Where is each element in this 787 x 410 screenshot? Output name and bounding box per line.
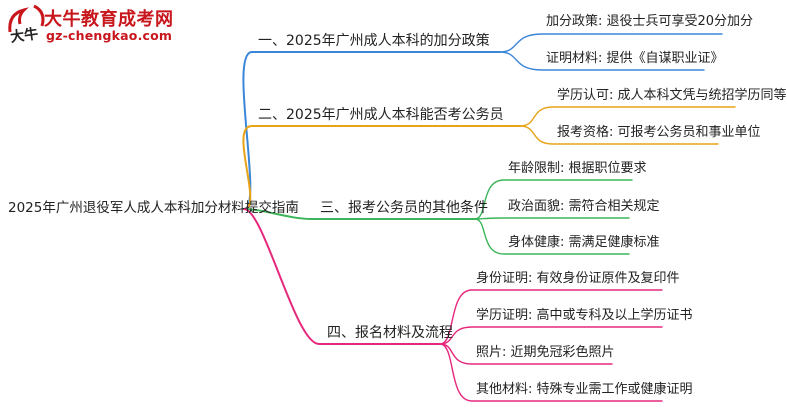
branch-link-1 — [242, 51, 501, 210]
branch-link-3 — [243, 208, 476, 220]
site-logo[interactable]: 大牛 大牛教育成考网 gz-chengkao.com — [4, 2, 194, 50]
leaf-link-3-1 — [474, 179, 633, 220]
leaf-3-1: 年龄限制: 根据职位要求 — [508, 161, 647, 176]
logo-url: gz-chengkao.com — [46, 28, 173, 43]
logo-title: 大牛教育成考网 — [44, 9, 174, 30]
leaf-link-3-3 — [474, 218, 630, 255]
branch-1: 一、2025年广州成人本科的加分政策 — [258, 33, 490, 49]
leaf-link-2-2 — [519, 125, 719, 145]
bull-logo-icon: 大牛 — [8, 4, 45, 46]
leaf-2-2: 报考资格: 可报考公务员和事业单位 — [557, 125, 761, 140]
mindmap-links — [242, 33, 736, 402]
branch-2: 二、2025年广州成人本科能否考公务员 — [258, 107, 504, 123]
leaf-3-2: 政治面貌: 需符合相关规定 — [508, 199, 660, 214]
leaf-link-3-2 — [474, 217, 630, 220]
leaf-link-1-2 — [499, 51, 705, 71]
root-node: 2025年广州退役军人成人本科加分材料提交指南 — [8, 200, 299, 216]
leaf-4-1: 身份证明: 有效身份证原件及复印件 — [476, 271, 680, 286]
leaf-4-3: 照片: 近期免冠彩色照片 — [476, 345, 615, 360]
leaf-1-1: 加分政策: 退役士兵可享受20分加分 — [546, 14, 754, 29]
leaf-2-1: 学历认可: 成人本科文凭与统招学历同等 — [557, 88, 787, 103]
branch-4: 四、报名材料及流程 — [327, 325, 453, 341]
leaf-4-2: 学历证明: 高中或专科及以上学历证书 — [476, 308, 693, 323]
leaf-link-4-2 — [439, 326, 663, 345]
branch-link-4 — [243, 208, 441, 345]
leaf-3-3: 身体健康: 需满足健康标准 — [508, 235, 660, 250]
leaf-4-4: 其他材料: 特殊专业需工作或健康证明 — [476, 382, 693, 397]
branch-3: 三、报考公务员的其他条件 — [320, 200, 488, 216]
leaf-link-4-4 — [439, 343, 663, 402]
branch-link-2 — [242, 125, 521, 210]
leaf-link-4-3 — [439, 343, 613, 365]
leaf-link-2-1 — [519, 106, 736, 127]
logo-mark-text: 大牛 — [9, 25, 39, 46]
leaf-link-4-1 — [439, 289, 663, 345]
leaf-link-1-1 — [499, 33, 723, 53]
leaf-1-2: 证明材料: 提供《自谋职业证》 — [546, 51, 724, 66]
